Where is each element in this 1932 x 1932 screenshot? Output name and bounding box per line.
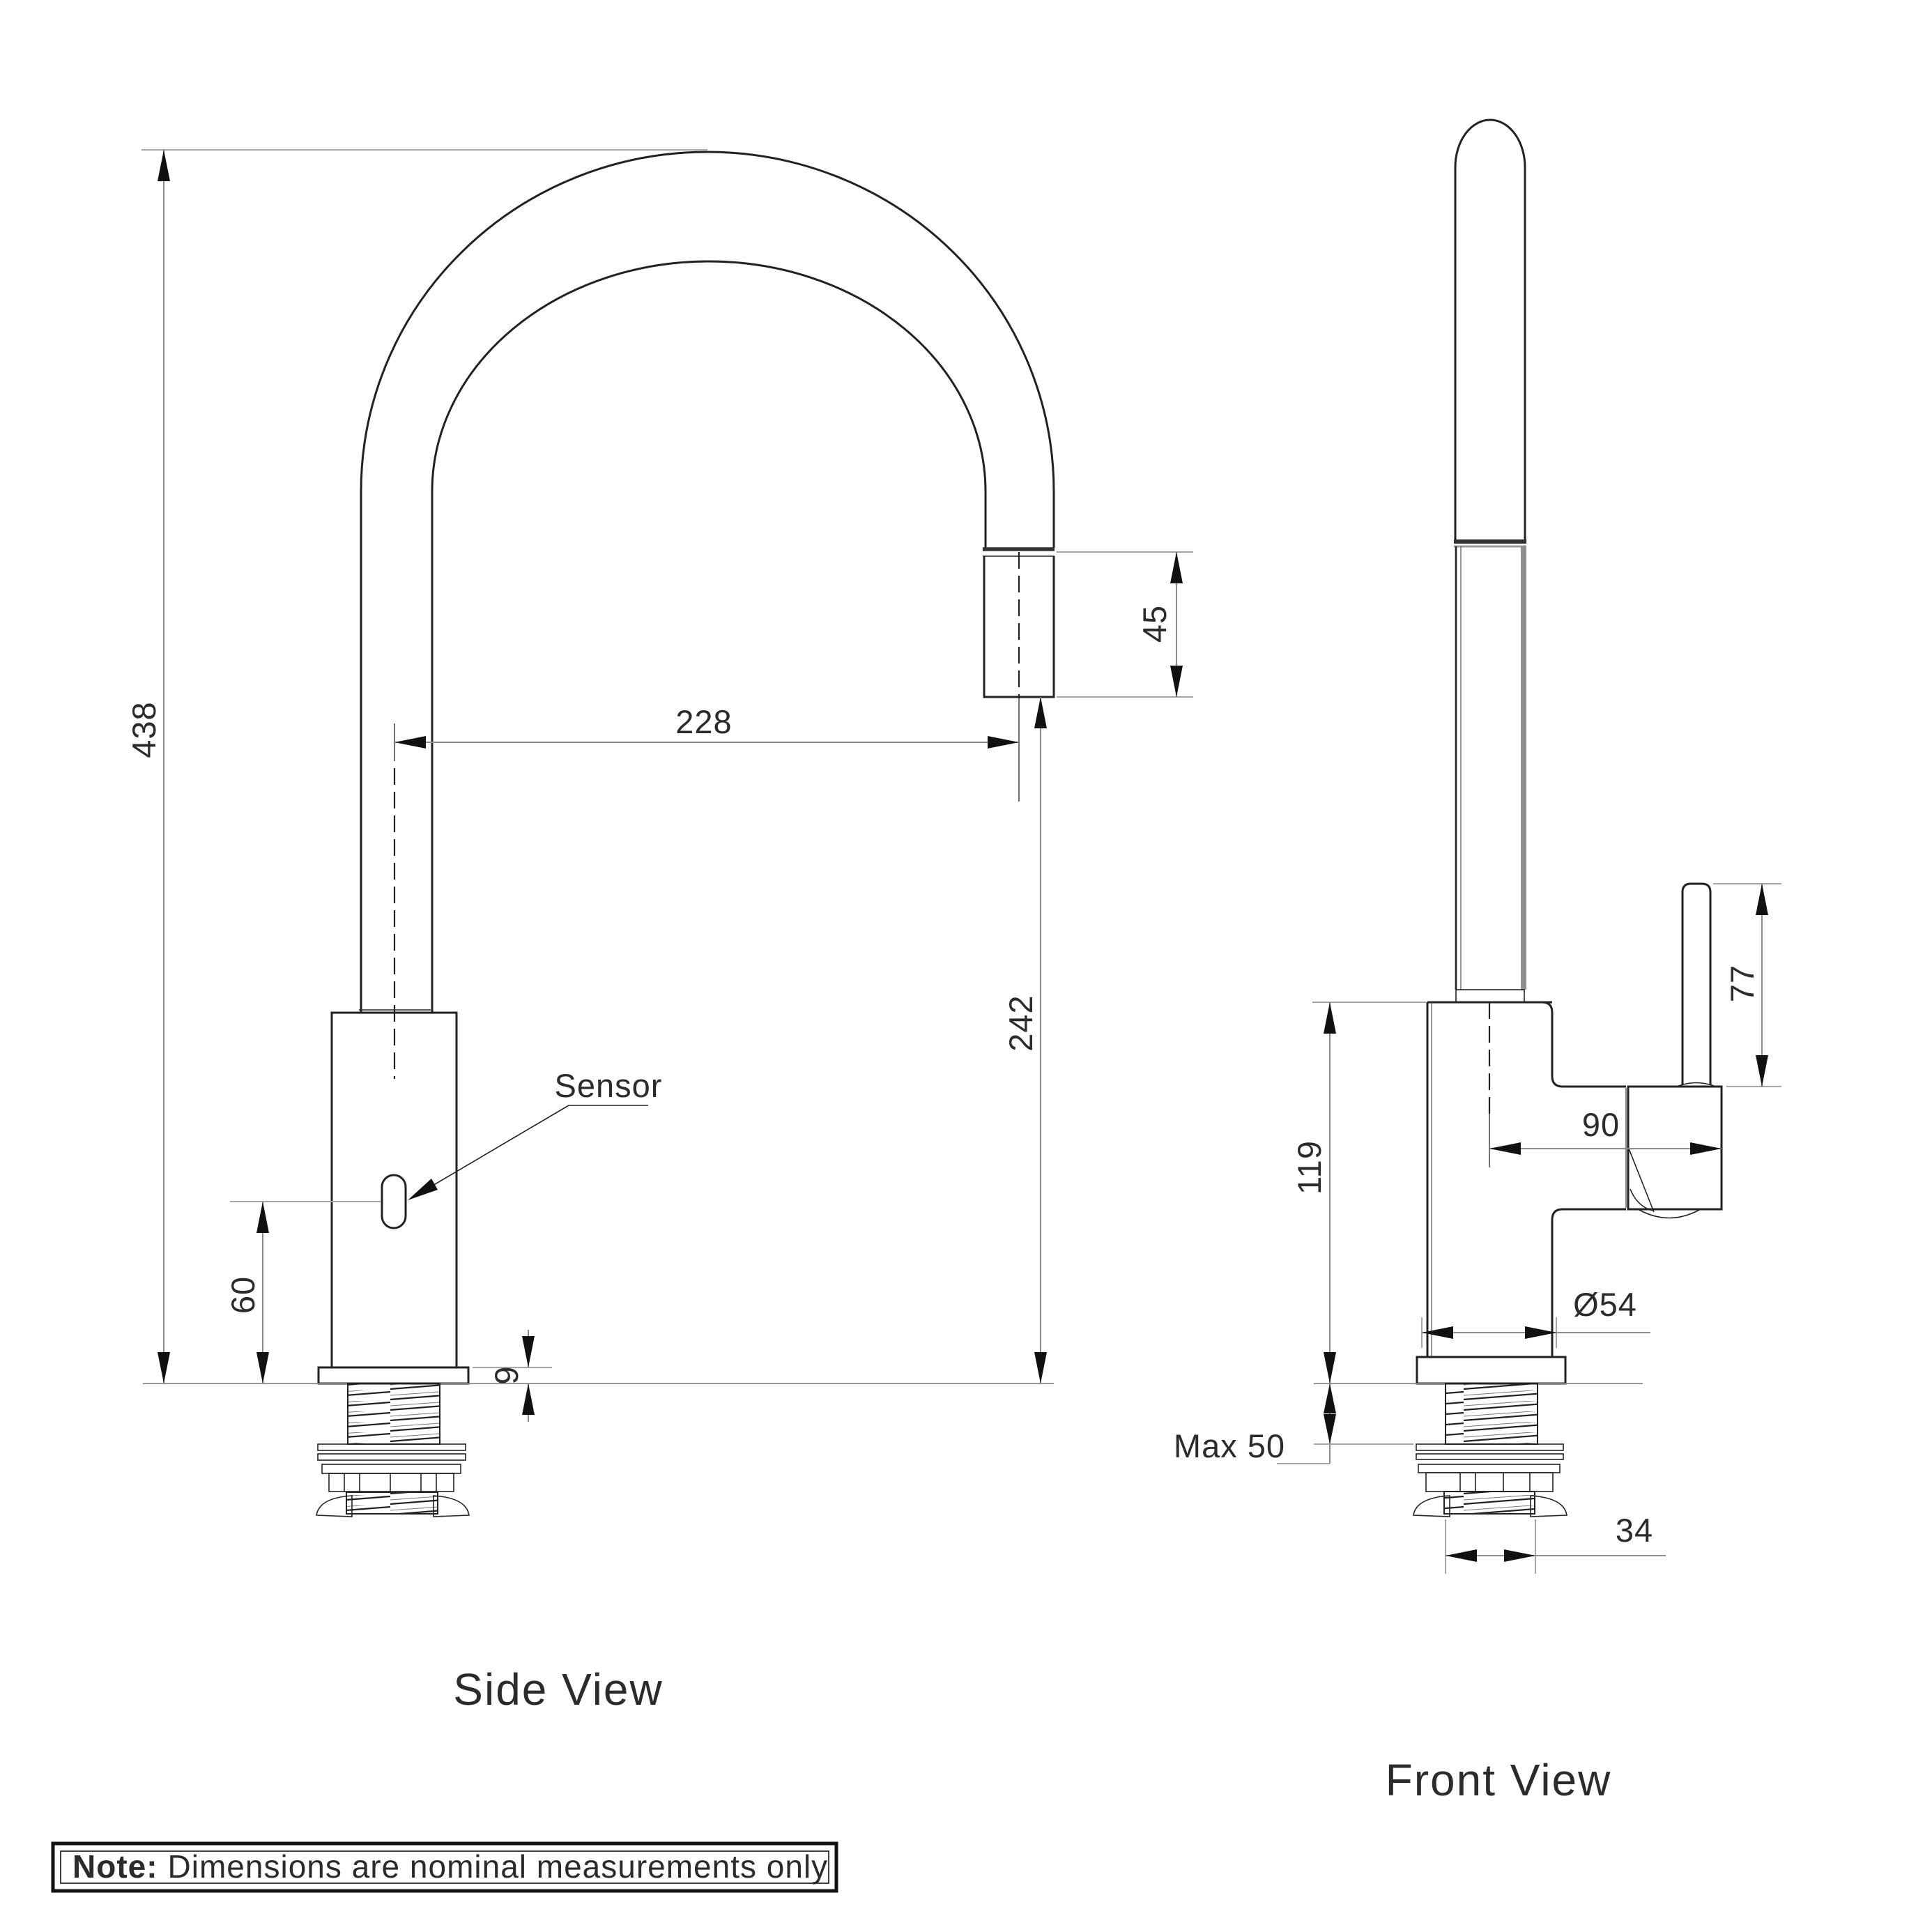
dim-60: 60 [224,1276,261,1314]
note-box: Note: Dimensions are nominal measurements… [51,1841,838,1893]
arrowhead [256,1352,269,1383]
arrowhead [1324,1414,1336,1444]
note-box-inner-border [60,1850,829,1884]
handle-swing-arc [1630,1188,1653,1211]
front-body-right-step-upper [1542,1001,1626,1088]
side-hose-ear-left [316,1495,353,1517]
arrowhead [988,736,1019,749]
side-threaded-shank [347,1383,440,1445]
dim-438: 438 [125,701,162,758]
side-mounting-nut-flange [321,1464,461,1474]
arrowhead [1525,1326,1556,1339]
arrowhead [1756,1055,1768,1087]
front-view-label: Front View [1386,1755,1612,1805]
side-washer-upper [317,1443,466,1451]
side-view: 438 228 45 242 60 9 Sensor [125,149,1193,1715]
front-threaded-shank [1445,1383,1538,1445]
arrowhead [1034,1352,1047,1383]
arrowhead [1324,1002,1336,1034]
arrowhead [1504,1549,1535,1562]
dim-max50: Max 50 [1174,1427,1285,1464]
handle-lever-base-arc [1676,1082,1717,1087]
side-body [330,1011,458,1367]
dim-242: 242 [1002,995,1039,1051]
arrowhead [1756,884,1768,915]
side-washer-lower [317,1453,466,1461]
side-hose-ear-right [433,1495,470,1517]
dim-90: 90 [1582,1106,1620,1143]
front-mounting-nut-body [1425,1472,1554,1492]
arrowhead [1324,1352,1336,1383]
arrowhead [158,150,170,181]
arrowhead [522,1336,535,1367]
side-base-plate [317,1366,470,1385]
note-body: Dimensions are nominal measurements only [168,1848,829,1885]
arrowhead [1489,1142,1521,1155]
front-column-right-shadow-edge [1521,546,1526,990]
front-column-collar [1455,989,1525,1003]
front-washer-lower [1416,1453,1564,1460]
arrowhead [158,1352,170,1383]
front-base-plate [1416,1356,1567,1385]
handle-lever [1681,882,1712,1085]
arrowhead [1422,1326,1453,1339]
arrowhead [1170,666,1183,697]
side-spout-outer-curve [360,151,1055,1013]
arrowhead [1170,552,1183,583]
sensor-arrowhead [408,1179,438,1200]
front-view: 119 Max 50 77 90 Ø54 34 F [1174,118,1781,1805]
arrowhead [256,1202,269,1233]
note-label: Note: [72,1848,158,1885]
dim-119: 119 [1291,1140,1328,1195]
arrowhead [394,736,426,749]
arrowhead [1446,1549,1477,1562]
handle-tilt-line [1628,1148,1655,1213]
front-hose-ear-left [1413,1495,1450,1517]
side-spout-inner-curve [431,260,987,1013]
front-lower-thread [1443,1491,1535,1515]
side-lower-thread [346,1492,438,1515]
front-body-right-step-lower [1551,1208,1626,1357]
dim-228: 228 [675,703,732,740]
front-hose-ear-right [1530,1495,1567,1517]
front-column [1454,118,1526,541]
note-text: Note: Dimensions are nominal measurements… [72,1848,828,1885]
handle-pivot-dome [1639,1209,1700,1219]
dim-77: 77 [1724,965,1761,1002]
note-box-outer-border [51,1841,838,1893]
sensor-leader-line [412,1105,569,1198]
side-mounting-nut-body [328,1473,454,1492]
sensor-label: Sensor [555,1067,663,1104]
dim-34: 34 [1616,1512,1653,1549]
side-view-label: Side View [453,1664,663,1715]
arrowhead [1324,1383,1336,1413]
dim-d54: Ø54 [1573,1286,1637,1323]
arrowhead [1690,1142,1722,1155]
front-mounting-nut-flange [1418,1464,1561,1473]
front-washer-upper [1416,1443,1564,1451]
dim-45: 45 [1136,605,1173,643]
dim-9: 9 [488,1365,525,1384]
sensor-window [381,1174,407,1229]
arrowhead [1034,697,1047,728]
arrowhead [522,1383,535,1415]
